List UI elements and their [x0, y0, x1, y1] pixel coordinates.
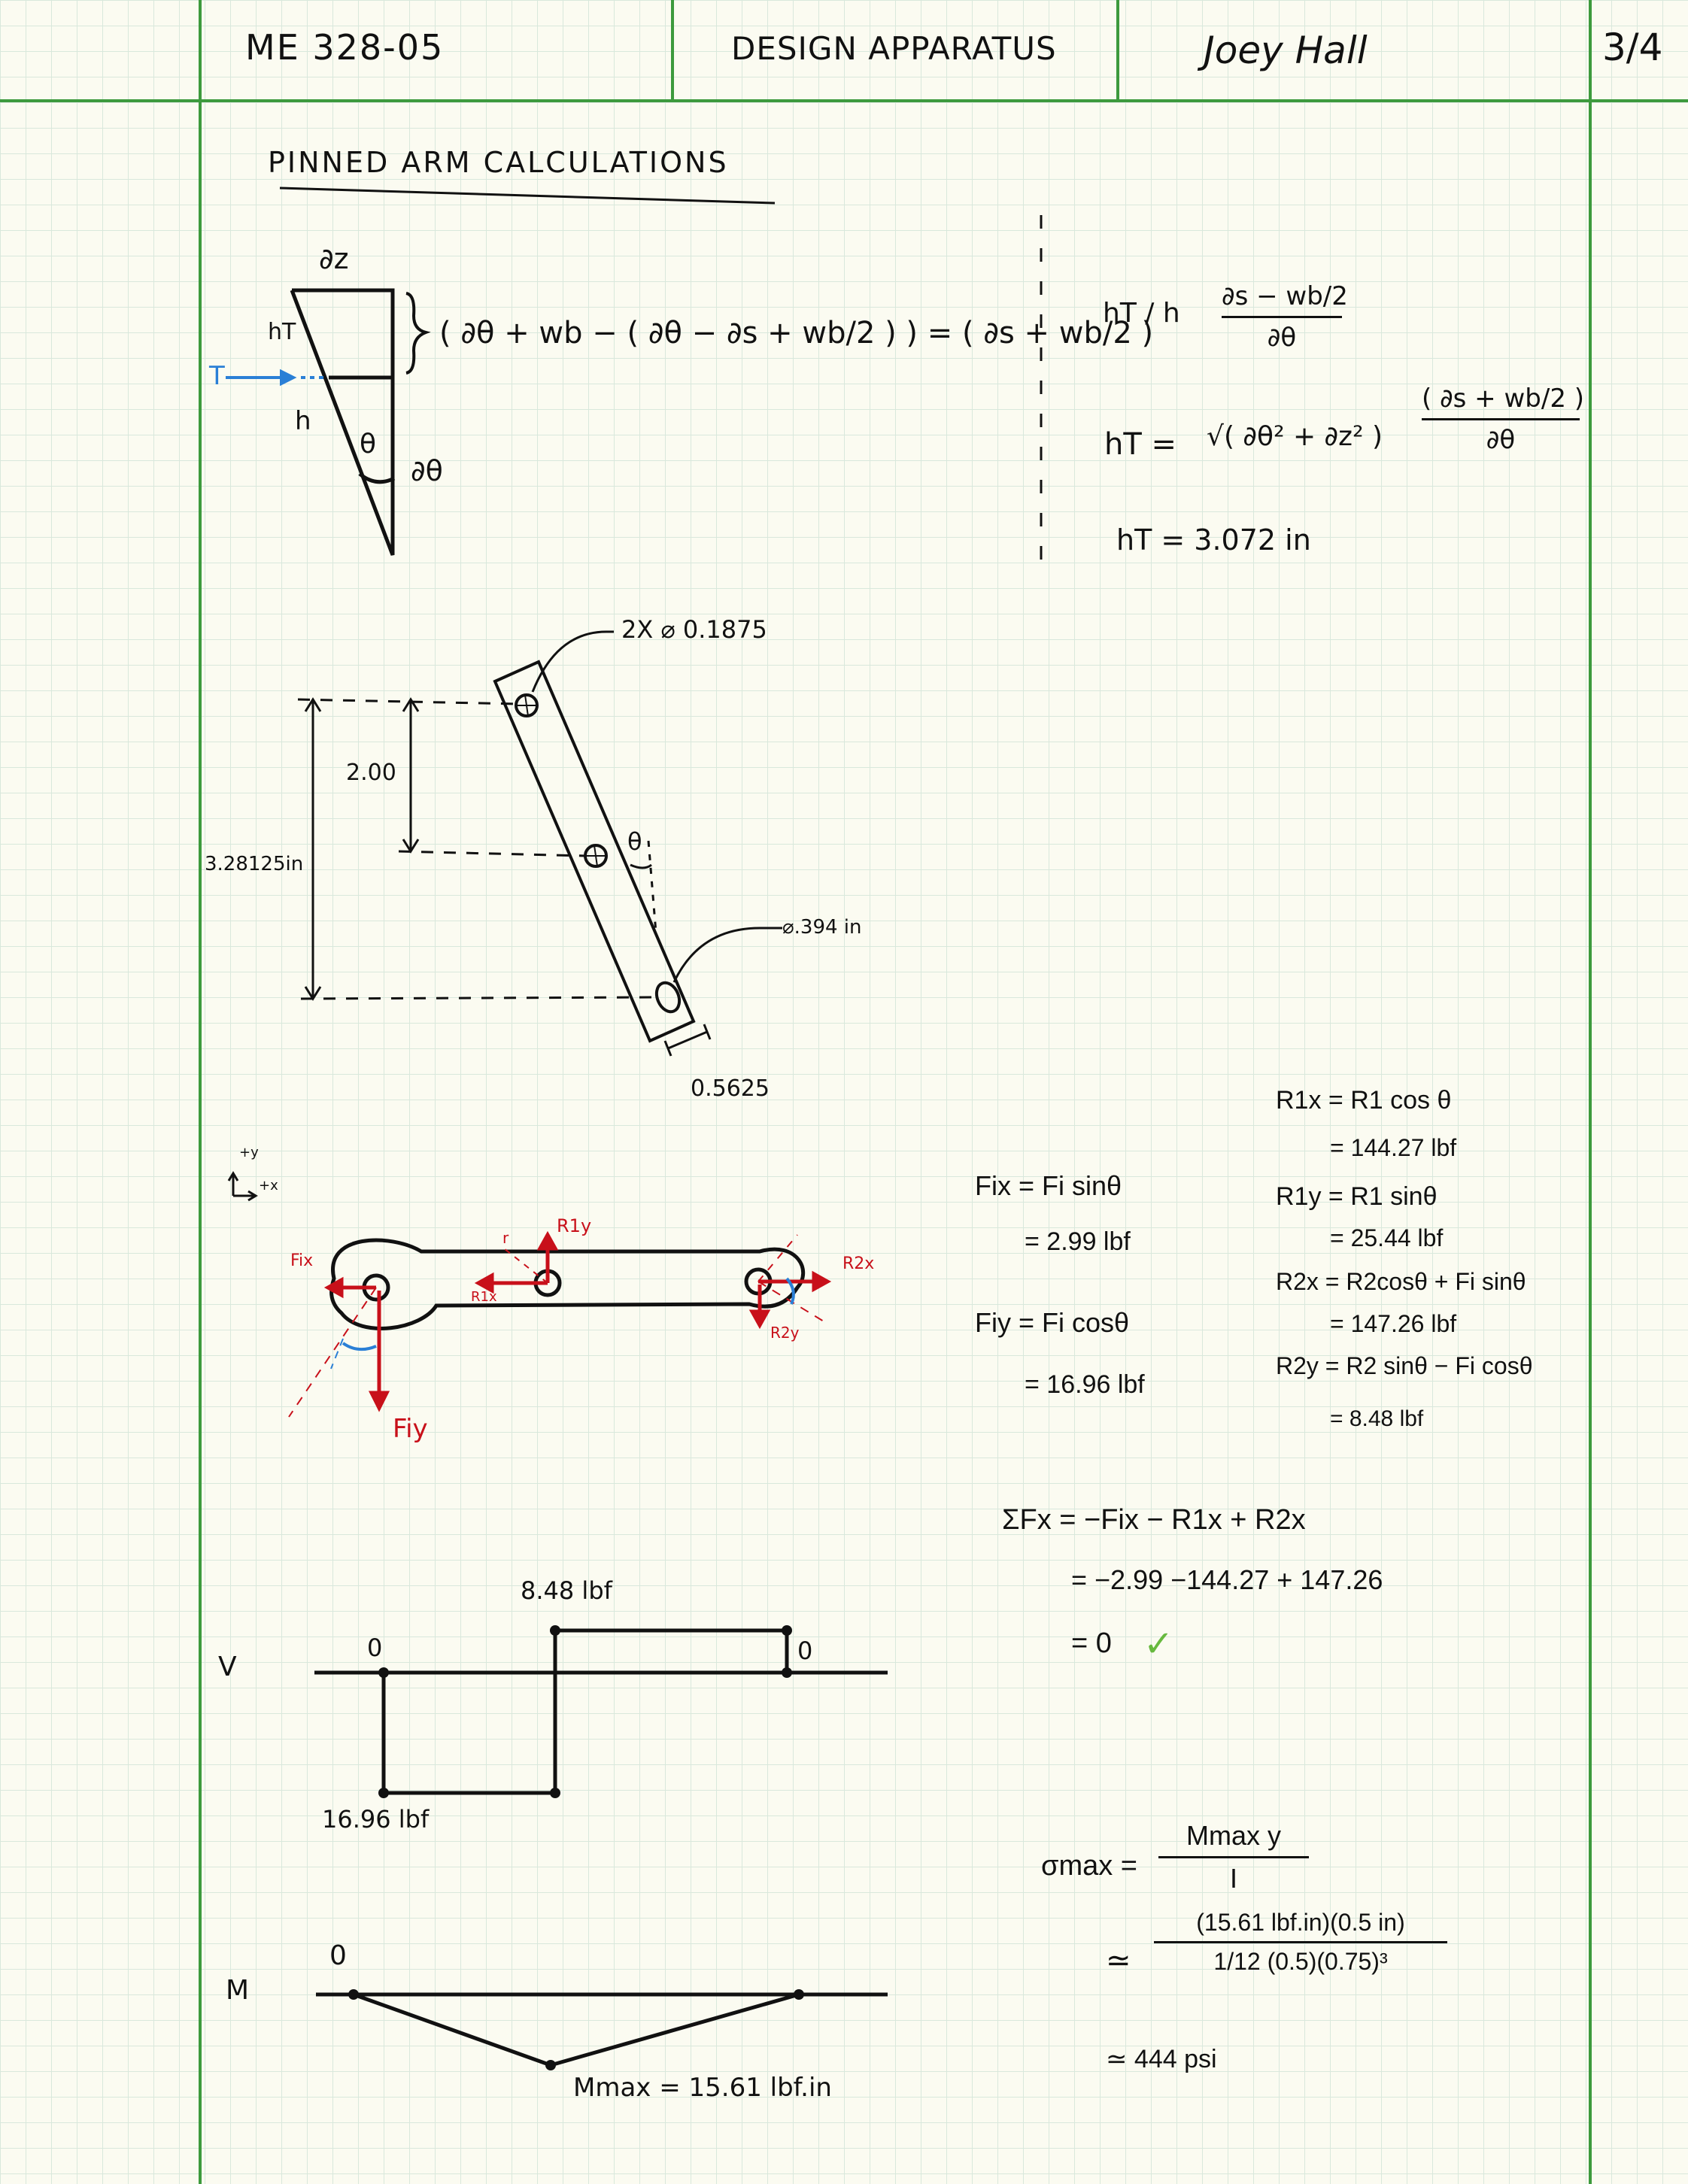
eq2-numerator: ( ∂s + wb/2 ) [1422, 384, 1585, 414]
fiy-equation: Fiy = Fi cosθ [975, 1307, 1130, 1338]
header-divider-2 [1116, 0, 1119, 101]
triangle-top-label: ∂z [319, 242, 349, 275]
moment-zero: 0 [329, 1940, 347, 1971]
fbd-fix-label: Fix [290, 1251, 314, 1270]
section-title: PINNED ARM CALCULATIONS [268, 146, 729, 179]
fbd-r1y-label: R1y [557, 1215, 592, 1236]
right-margin-line [1589, 0, 1592, 2184]
shear-zero-left: 0 [367, 1633, 383, 1662]
fbd-r1x-label: R1x [471, 1289, 497, 1305]
eq1-lhs: hT / h [1103, 298, 1180, 329]
fbd-r1-label: r [502, 1229, 509, 1247]
dim-inner: 2.00 [346, 760, 396, 786]
hole-callout: 2X ⌀ 0.1875 [621, 615, 767, 644]
stress-den-2: 1/12 (0.5)(0.75)³ [1213, 1948, 1388, 1975]
check-mark: ✓ [1143, 1623, 1174, 1665]
r1y-equation: R1y = R1 sinθ [1276, 1182, 1438, 1211]
arm-part-drawing [493, 660, 696, 1043]
r2y-equation: R2y = R2 sinθ − Fi cosθ [1276, 1352, 1533, 1379]
r1x-equation: R1x = R1 cos θ [1276, 1086, 1452, 1115]
shear-zero-right: 0 [797, 1636, 813, 1665]
sum-fx-zero: = 0 [1071, 1627, 1112, 1659]
header-rule [0, 99, 1688, 102]
arm-dimension-lines [297, 630, 782, 1057]
triangle-h-label: h [295, 406, 311, 436]
triangle-side-label: ∂θ [411, 454, 443, 487]
fix-equation: Fix = Fi sinθ [975, 1170, 1122, 1201]
sum-fx-equation: ΣFx = −Fix − R1x + R2x [1002, 1504, 1306, 1536]
moment-max-label: Mmax = 15.61 lbf.in [573, 2073, 832, 2103]
eq2-lhs: hT = [1104, 427, 1177, 462]
shear-axis-label: V [218, 1652, 237, 1682]
title-underline [279, 187, 776, 205]
stress-num-2: (15.61 lbf.in)(0.5 in) [1196, 1909, 1405, 1936]
stress-fraction-2: (15.61 lbf.in)(0.5 in) 1/12 (0.5)(0.75)³ [1154, 1909, 1447, 1976]
fbd-construction-lines [288, 1234, 828, 1418]
eq2-fraction: ( ∂s + wb/2 ) ∂θ [1422, 384, 1585, 455]
triangle-theta-label: θ [360, 429, 377, 460]
r2y-value: = 8.48 lbf [1330, 1406, 1424, 1431]
shear-points [378, 1625, 792, 1798]
eq2-denominator: ∂θ [1486, 425, 1516, 455]
stress-den-1: I [1229, 1863, 1237, 1894]
project-title: DESIGN APPARATUS [731, 30, 1057, 67]
fbd-fiy-label: Fiy [393, 1414, 428, 1444]
eq2-bar [1422, 418, 1580, 420]
r2x-equation: R2x = R2cosθ + Fi sinθ [1276, 1268, 1526, 1295]
arm-angle-label: θ [627, 827, 642, 856]
width-dim: 0.5625 [691, 1075, 770, 1102]
stress-fraction-1: Mmax y I [1158, 1820, 1309, 1894]
stress-approx-1: ≃ [1106, 1944, 1131, 1977]
dim-outer: 3.28125in [205, 853, 304, 875]
eq3-result: hT = 3.072 in [1116, 523, 1311, 557]
pinned-arm-triangle [290, 288, 431, 556]
fbd-r2y-label: R2y [770, 1324, 800, 1342]
slot-callout: ⌀.394 in [782, 916, 862, 939]
fix-value: = 2.99 lbf [1025, 1227, 1131, 1256]
triangle-ht-label: hT [268, 319, 296, 345]
axis-x-label: +x [259, 1178, 278, 1194]
eq1-bar [1222, 316, 1342, 318]
fbd-axes [227, 1171, 258, 1202]
moment-points [348, 1989, 804, 2070]
page-number: 3/4 [1602, 26, 1663, 69]
eq1-numerator: ∂s − wb/2 [1222, 281, 1348, 311]
moment-axis-label: M [226, 1975, 250, 2006]
shear-bottom-value: 16.96 lbf [322, 1805, 430, 1834]
stress-result: ≃ 444 psi [1106, 2045, 1217, 2073]
moment-diagram [316, 1992, 888, 2067]
tension-label: T [209, 361, 225, 391]
sum-fx-values: = −2.99 −144.27 + 147.26 [1071, 1564, 1383, 1595]
fbd-r2x-label: R2x [842, 1254, 875, 1273]
r2x-value: = 147.26 lbf [1330, 1310, 1457, 1337]
shear-top-value: 8.48 lbf [521, 1576, 612, 1605]
stress-bar-2 [1154, 1941, 1447, 1943]
header-divider-1 [671, 0, 674, 101]
axis-y-label: +y [239, 1145, 259, 1160]
tension-arrow [226, 369, 325, 387]
r1y-value: = 25.44 lbf [1330, 1224, 1444, 1251]
triangle-relation: ( ∂θ + wb − ( ∂θ − ∂s + wb/2 ) ) = ( ∂s … [439, 316, 1154, 350]
stress-num-1: Mmax y [1186, 1820, 1281, 1851]
eq2-root: √( ∂θ² + ∂z² ) [1207, 421, 1383, 452]
r1x-value: = 144.27 lbf [1330, 1134, 1457, 1161]
course-code: ME 328-05 [245, 27, 445, 68]
eq1-fraction: ∂s − wb/2 ∂θ [1222, 281, 1348, 353]
fbd-link-body [329, 1238, 806, 1330]
eq1-denominator: ∂θ [1267, 323, 1297, 353]
fiy-value: = 16.96 lbf [1025, 1370, 1145, 1399]
fbd-force-arrows [323, 1230, 832, 1412]
author-name: Joey Hall [1204, 29, 1368, 72]
stress-lhs: σmax = [1041, 1850, 1137, 1882]
stress-bar-1 [1158, 1856, 1309, 1858]
left-margin-line [199, 0, 202, 2184]
